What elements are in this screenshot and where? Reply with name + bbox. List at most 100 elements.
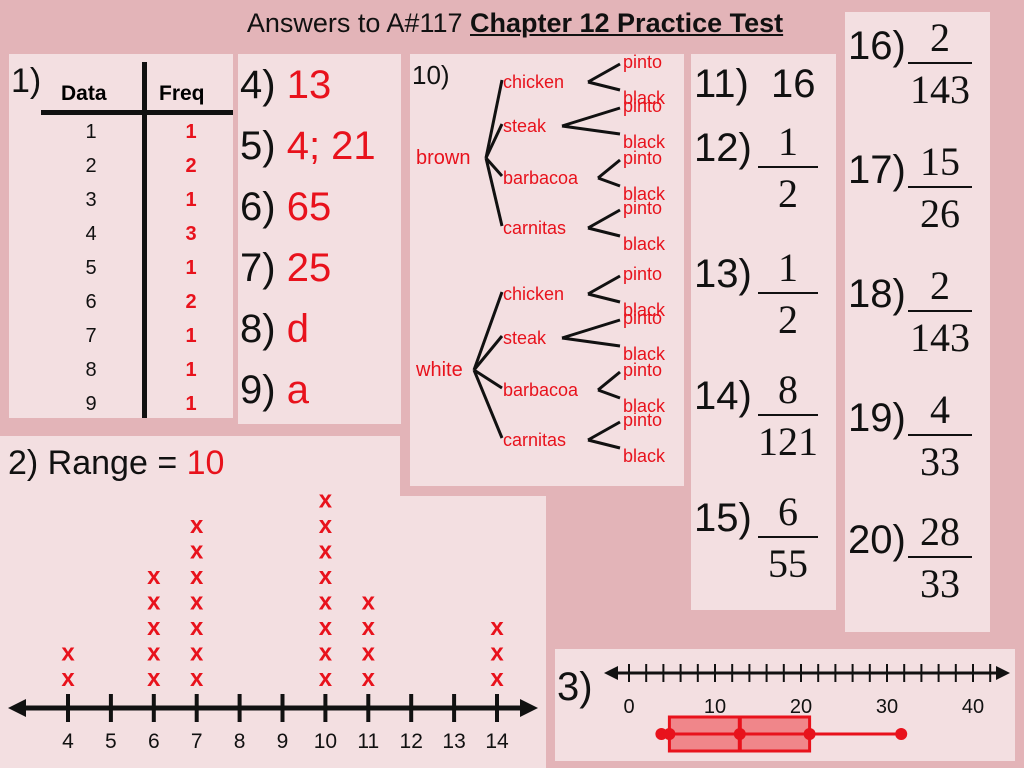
arrow-left-icon [604, 666, 618, 680]
answer-row: 4) 13 [240, 65, 331, 105]
tree-branch [472, 335, 504, 371]
denominator: 143 [908, 62, 972, 110]
tree-branch [484, 157, 504, 177]
tree-meat-label: carnitas [503, 218, 566, 238]
dot-plot-mark: x [319, 589, 333, 616]
tree-branch [484, 157, 504, 227]
numerator: 2 [930, 15, 950, 60]
table-data-cell: 1 [85, 121, 97, 143]
numerator: 15 [920, 139, 960, 184]
arrow-right-icon [520, 699, 538, 717]
tree-branch [587, 274, 621, 296]
tree-color-label: white [415, 359, 463, 381]
box-point [663, 728, 676, 740]
tree-bean-label: black [623, 446, 666, 466]
dot-plot-mark: x [147, 665, 161, 692]
dot-plot-mark: x [490, 614, 504, 641]
tree-bean-label: pinto [623, 148, 662, 168]
q2-label-text: 2) Range = [8, 444, 187, 482]
table-freq-cell: 1 [185, 393, 197, 415]
dot-plot-mark: x [147, 563, 161, 590]
numerator: 4 [930, 387, 950, 432]
tree-bean-label: pinto [623, 308, 662, 328]
tree-meat-label: barbacoa [503, 380, 579, 400]
tick-label: 30 [876, 696, 898, 718]
tree-diagram: brownchickenpintoblacksteakpintoblackbar… [415, 54, 666, 466]
tree-bean-label: black [623, 88, 666, 108]
denominator: 2 [758, 166, 818, 214]
table-data-cell: 3 [85, 189, 97, 211]
denominator: 143 [908, 310, 972, 358]
dot-plot-mark: x [319, 563, 333, 590]
tree-bean-label: pinto [623, 96, 662, 116]
answer-value: 4; 21 [286, 124, 376, 168]
table-freq-cell: 2 [185, 155, 197, 177]
q2-answer: 10 [186, 444, 225, 482]
answer-number: 7) [240, 246, 276, 290]
fraction-question-number: 20) [848, 518, 906, 562]
tick-label: 13 [442, 730, 465, 753]
table-freq-cell: 1 [185, 189, 197, 211]
tick-label: 11 [357, 730, 379, 753]
table-freq-cell: 3 [185, 223, 197, 245]
dot-plot-mark: x [147, 640, 161, 667]
tick-label: 8 [234, 730, 246, 753]
dot-plot-mark: x [190, 538, 204, 565]
dot-plot-mark: x [61, 640, 75, 667]
answer-row: 9) a [240, 370, 309, 410]
dot-plot-mark: x [190, 640, 204, 667]
freq-header: Freq [159, 82, 205, 105]
dot-plot-mark: x [319, 487, 333, 514]
tree-branch [587, 420, 621, 442]
denominator: 26 [908, 186, 972, 234]
table-freq-cell: 1 [185, 325, 197, 347]
dot-plot-mark: x [490, 640, 504, 667]
denominator: 55 [758, 536, 818, 584]
dot-plot-mark: x [490, 665, 504, 692]
table-data-cell: 6 [85, 291, 97, 313]
tree-meat-label: steak [503, 116, 547, 136]
tick-label: 5 [105, 730, 117, 753]
arrow-left-icon [8, 699, 26, 717]
table-data-cell: 4 [85, 223, 97, 245]
tree-branch [561, 124, 621, 136]
answer-value: 13 [286, 63, 332, 107]
numerator: 28 [920, 509, 960, 554]
answers-11-15-panel [691, 54, 836, 610]
box-point [733, 728, 746, 740]
answer-row: 5) 4; 21 [240, 126, 376, 166]
numerator: 2 [930, 263, 950, 308]
q1-label: 1) [11, 62, 42, 100]
tree-meat-label: carnitas [503, 430, 566, 450]
answer-number: 6) [240, 185, 276, 229]
tick-label: 9 [277, 730, 289, 753]
tree-branch [473, 368, 503, 390]
dot-plot-mark: x [319, 512, 333, 539]
answer-row: 8) d [240, 309, 309, 349]
tree-color-label: brown [416, 147, 470, 169]
table-data-cell: 7 [85, 325, 97, 347]
tree-branch [597, 388, 621, 400]
tick-label: 10 [704, 696, 726, 718]
answers-16-20-panel [845, 12, 990, 632]
table-vline [142, 62, 147, 418]
tree-bean-label: pinto [623, 360, 662, 380]
q11-num: 11) [694, 62, 749, 106]
tree-branch [597, 370, 621, 392]
tree-branch [587, 226, 621, 238]
dot-plot-mark: x [362, 589, 376, 616]
title-prefix: Answers to A#117 [246, 8, 470, 38]
q2-label: 2) Range = 10 [8, 446, 224, 480]
tree-bean-label: black [623, 184, 666, 204]
answer-number: 8) [240, 307, 276, 351]
answer-row: 7) 25 [240, 248, 331, 288]
q3-label: 3) [557, 665, 593, 709]
fraction-question-number: 12) [694, 126, 752, 170]
fraction-question-number: 18) [848, 272, 906, 316]
dot-plot-mark: x [190, 563, 204, 590]
